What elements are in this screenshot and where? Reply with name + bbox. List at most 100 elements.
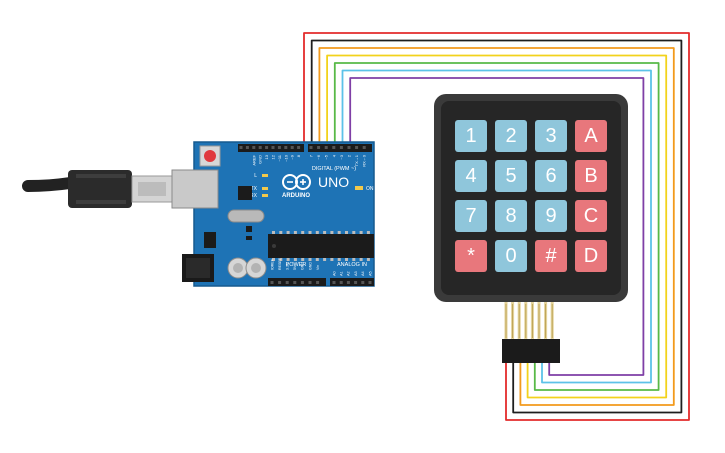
key-label: 2 [505, 125, 516, 147]
header-pin [332, 281, 336, 284]
chip-pin [308, 258, 312, 261]
header-pin [347, 146, 351, 149]
header-pin [252, 146, 256, 149]
wire[interactable] [349, 77, 645, 376]
key-8[interactable]: 8 [495, 200, 527, 232]
chip-pin [330, 258, 334, 261]
wire[interactable] [318, 47, 675, 406]
key-4[interactable]: 4 [455, 160, 487, 192]
pin-label: 7 [309, 154, 314, 157]
key-cap [535, 160, 567, 192]
key-#[interactable]: # [535, 240, 567, 272]
key-3[interactable]: 3 [535, 120, 567, 152]
regulator [204, 232, 216, 248]
key-label: 5 [505, 165, 516, 187]
chip-pin [286, 231, 290, 234]
header-pin [368, 281, 372, 284]
pin-label: A3 [354, 271, 358, 276]
key-9[interactable]: 9 [535, 200, 567, 232]
model-text: UNO [318, 174, 349, 190]
pin-label: 2 [347, 154, 352, 157]
pin-label: A2 [347, 271, 351, 276]
pin-label: A0 [332, 271, 336, 276]
pin-label: ~3 [339, 154, 344, 159]
wire[interactable] [333, 62, 660, 391]
brand-text: ARDUINO [282, 193, 310, 199]
header-pin [245, 146, 249, 149]
key-label: 8 [505, 205, 516, 227]
key-B[interactable]: B [575, 160, 607, 192]
chip-pin [301, 231, 305, 234]
chip-pin [293, 231, 297, 234]
header-pin [339, 281, 343, 284]
key-cap [535, 200, 567, 232]
pin-label: IOREF [270, 258, 274, 270]
pin-label: ~11 [277, 154, 282, 161]
header-pin [265, 146, 269, 149]
header-pin [346, 281, 350, 284]
chip-pin [345, 231, 348, 234]
chip-pin [279, 231, 283, 234]
key-2[interactable]: 2 [495, 120, 527, 152]
header-pin [308, 281, 312, 284]
usb-cable[interactable] [22, 170, 173, 208]
key-D[interactable]: D [575, 240, 607, 272]
pin-label: GND [258, 155, 263, 164]
chip-pin [352, 231, 356, 234]
key-cap [575, 200, 607, 232]
chip-pin [337, 231, 341, 234]
header-pin [293, 281, 297, 284]
pin-label: 12 [271, 154, 276, 159]
header-pin [324, 146, 328, 149]
header-pin [285, 281, 289, 284]
wire-bundle [303, 32, 690, 421]
header-pin [271, 146, 275, 149]
pin-label: Vin [316, 265, 320, 270]
key-0[interactable]: 0 [495, 240, 527, 272]
wire[interactable] [341, 69, 652, 384]
pin-label: RX←0 [362, 154, 367, 167]
header-top-left [238, 144, 304, 152]
key-5[interactable]: 5 [495, 160, 527, 192]
led-l [262, 174, 268, 177]
chip-pin [345, 258, 348, 261]
key-C[interactable]: C [575, 200, 607, 232]
chip-pin [337, 258, 341, 261]
header-pin [270, 281, 274, 284]
key-cap [495, 200, 527, 232]
key-label: 6 [545, 165, 556, 187]
wire[interactable] [310, 39, 683, 414]
key-1[interactable]: 1 [455, 120, 487, 152]
key-label: A [584, 125, 598, 147]
key-7[interactable]: 7 [455, 200, 487, 232]
key-cap [455, 200, 487, 232]
key-label: 3 [545, 125, 556, 147]
header-power [268, 278, 326, 286]
key-cap [535, 240, 567, 272]
digital-label: DIGITAL (PWM ~) [312, 166, 356, 172]
wire[interactable] [326, 54, 668, 399]
key-A[interactable]: A [575, 120, 607, 152]
key-label: B [584, 165, 597, 187]
pin-label: RESET [278, 257, 282, 270]
wire[interactable] [303, 32, 690, 421]
key-label: C [584, 205, 598, 227]
header-pin [300, 281, 304, 284]
key-label: 0 [505, 245, 516, 267]
header-pin [317, 146, 321, 149]
pin-label: ~10 [283, 154, 288, 162]
led-on [355, 186, 363, 190]
header-pin [354, 281, 358, 284]
chip-pin [359, 258, 363, 261]
key-*[interactable]: * [455, 240, 487, 272]
key-label: * [467, 245, 475, 267]
key-label: 9 [545, 205, 556, 227]
header-pin [278, 281, 282, 284]
header-pin [284, 146, 288, 149]
key-6[interactable]: 6 [535, 160, 567, 192]
pin-label: ~6 [316, 154, 321, 159]
reset-button[interactable] [204, 150, 216, 162]
